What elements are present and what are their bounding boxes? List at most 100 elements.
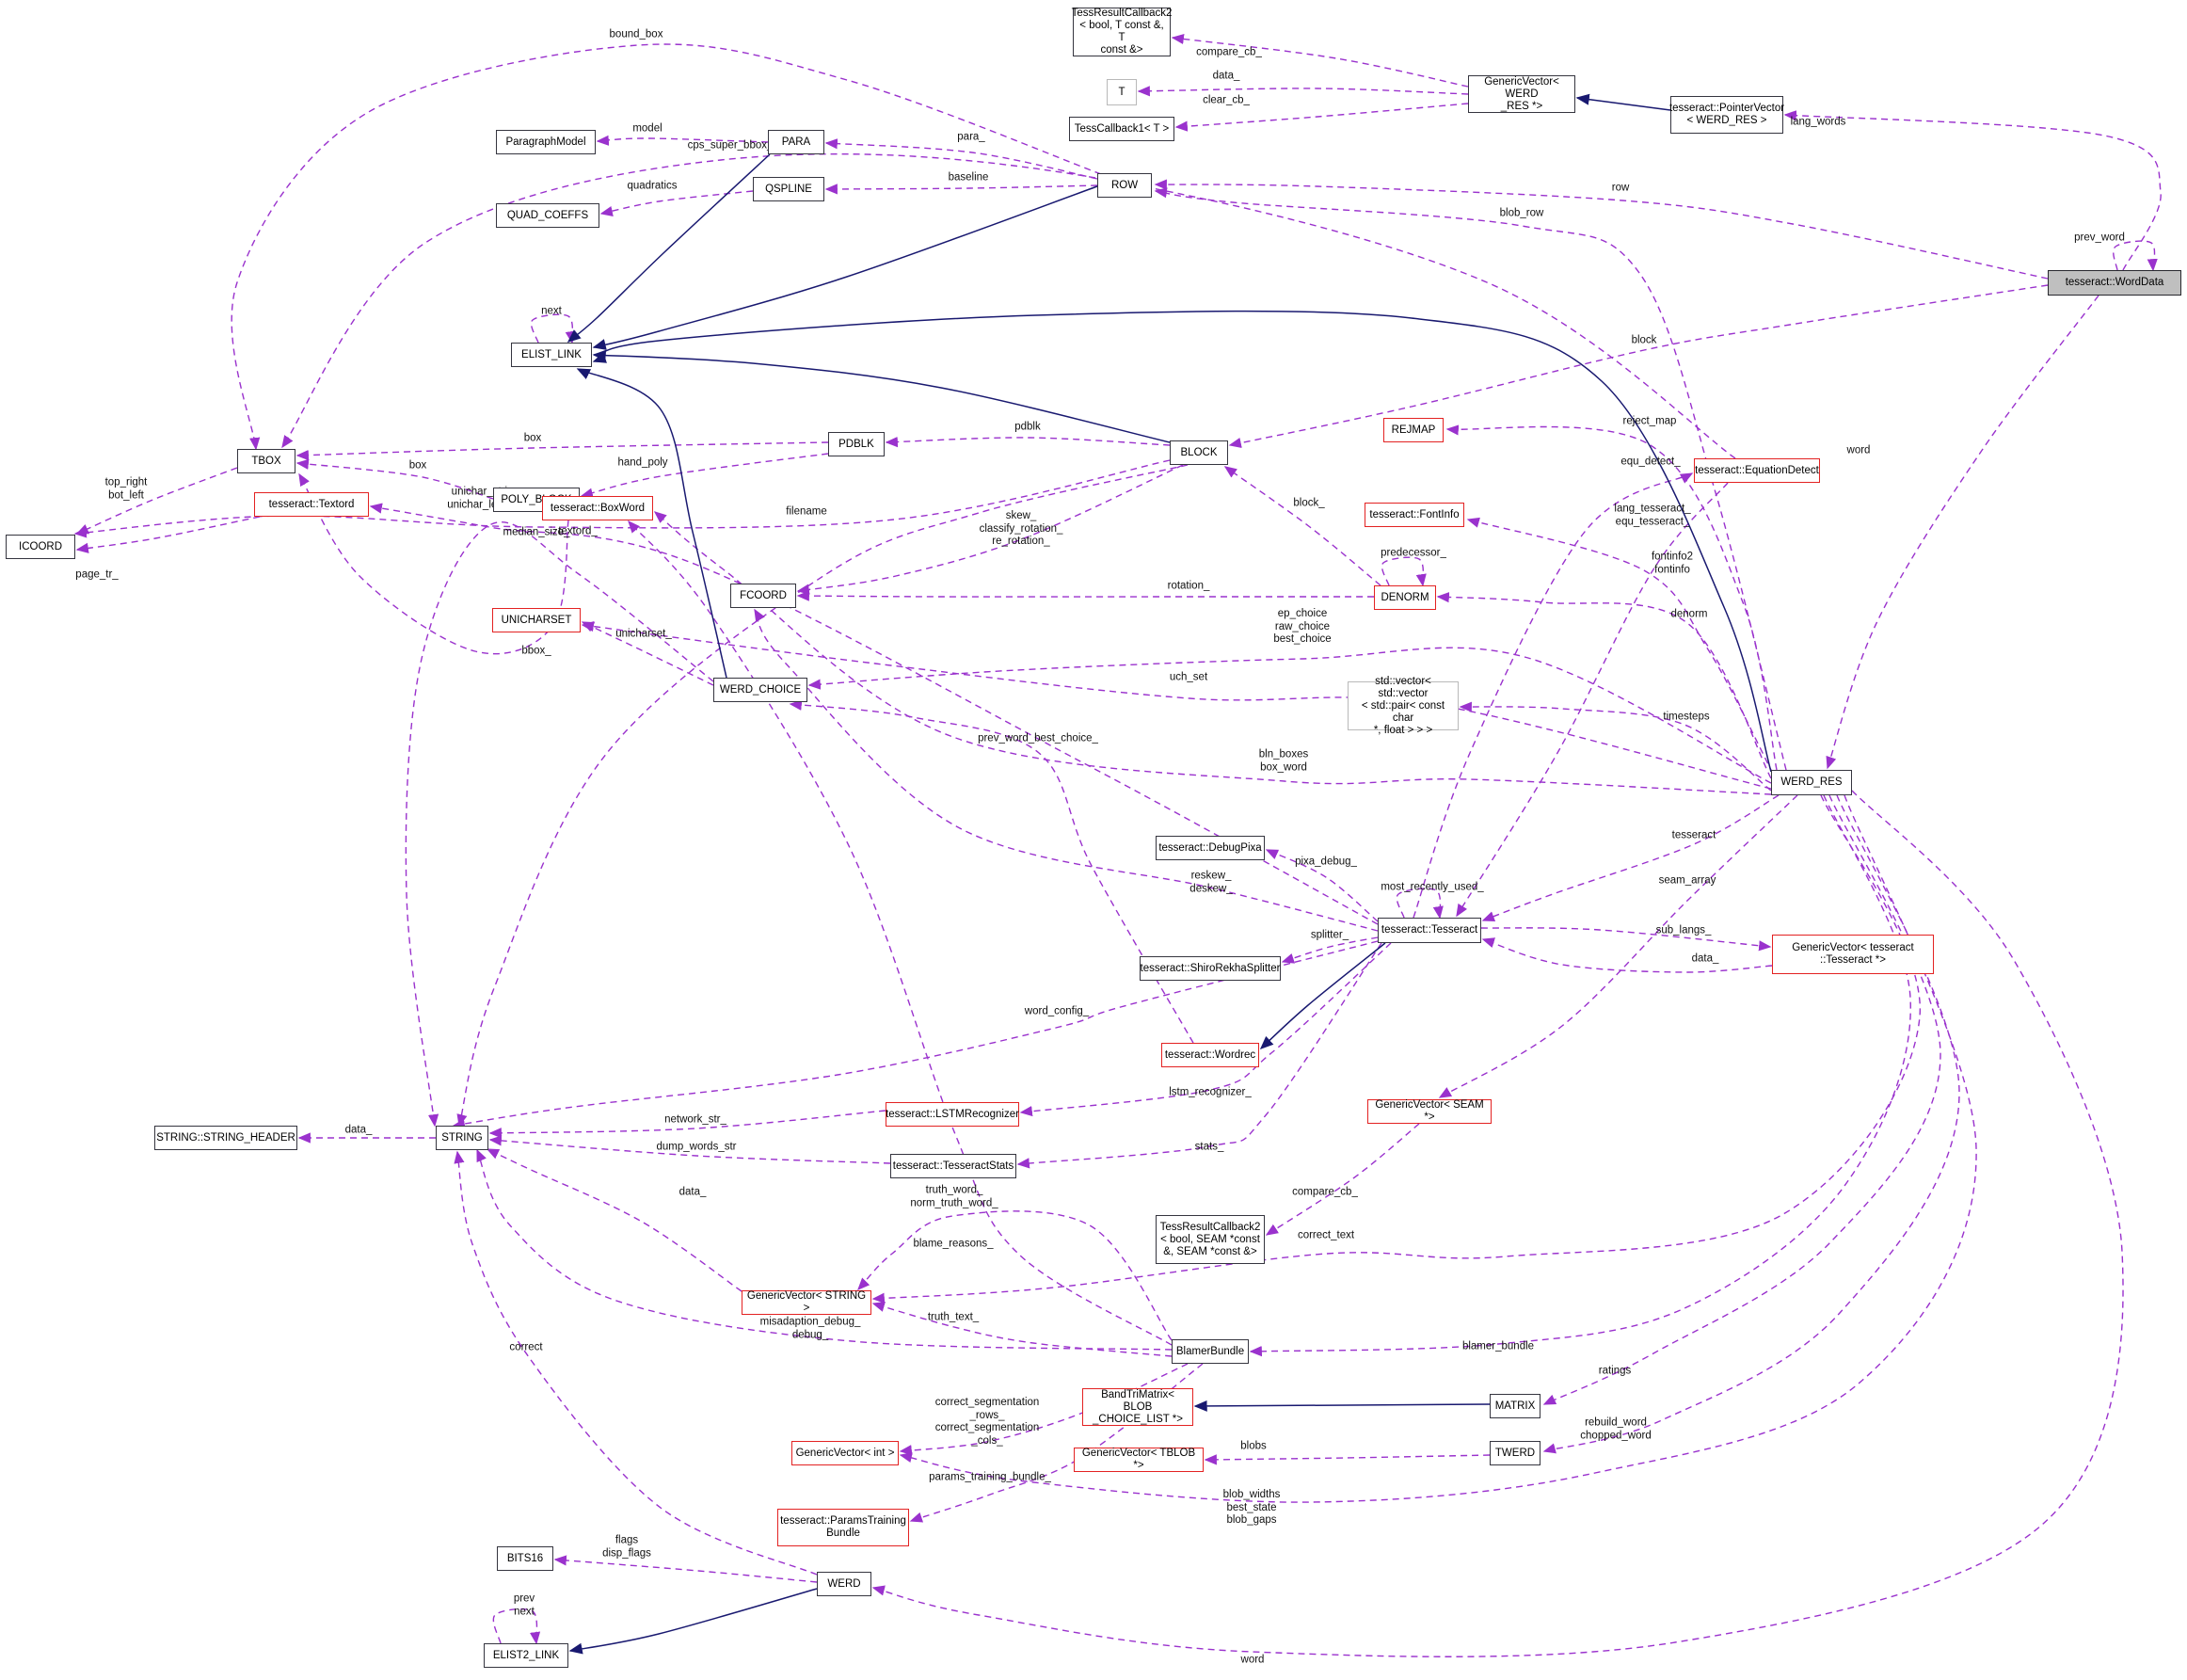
node-werd[interactable]: WERD — [817, 1572, 871, 1596]
edge-tesseract_cls-debugpixa — [1265, 849, 1379, 922]
node-gv_seam[interactable]: GenericVector< SEAM *> — [1367, 1099, 1492, 1124]
edge-label-line: most_recently_used_ — [1381, 881, 1484, 893]
node-label-line: QUAD_COEFFS — [506, 209, 589, 221]
node-matrix[interactable]: MATRIX — [1490, 1394, 1540, 1418]
node-tess_stats[interactable]: tesseract::TesseractStats — [890, 1154, 1016, 1178]
node-label-line: DENORM — [1381, 591, 1429, 603]
edge-label-line: bound_box — [609, 28, 663, 40]
node-fontinfo[interactable]: tesseract::FontInfo — [1365, 503, 1464, 527]
node-row[interactable]: ROW — [1097, 173, 1152, 198]
node-gv_werdres[interactable]: GenericVector< WERD_RES *> — [1468, 75, 1575, 113]
edge-pdblk-tbox — [295, 441, 829, 461]
edge-werd_res-werd_choice — [807, 647, 1772, 784]
edge-label-ratings: ratings — [1599, 1365, 1632, 1378]
node-tesseract_cls[interactable]: tesseract::Tesseract — [1378, 918, 1481, 943]
node-splitter[interactable]: tesseract::ShiroRekhaSplitter — [1140, 956, 1281, 981]
node-denorm[interactable]: DENORM — [1374, 585, 1436, 610]
node-twerd[interactable]: TWERD — [1490, 1441, 1540, 1465]
node-fcoord[interactable]: FCOORD — [730, 584, 796, 608]
edge-label-line: stats_ — [1194, 1141, 1224, 1153]
edge-pdblk-poly_block — [580, 453, 829, 499]
edge-elist2_link-elist2_link — [492, 1608, 541, 1645]
edge-label-timesteps: timesteps — [1663, 711, 1709, 724]
node-rejmap[interactable]: REJMAP — [1383, 418, 1444, 442]
edge-label-unicharset_: unicharset_ — [615, 628, 671, 641]
node-icoord[interactable]: ICOORD — [6, 535, 75, 559]
edge-label-line: block_ — [1293, 497, 1325, 509]
node-stdvector[interactable]: std::vector< std::vector< std::pair< con… — [1348, 676, 1459, 736]
node-gv_string[interactable]: GenericVector< STRING > — [742, 1290, 871, 1315]
node-string_header[interactable]: STRING::STRING_HEADER — [154, 1126, 297, 1150]
edge-label-line: deskew_ — [1189, 883, 1233, 894]
node-label-line: tesseract::BoxWord — [550, 502, 646, 514]
edge-werd_res-gv_string — [871, 794, 1921, 1304]
edge-wordrec-werd_choice — [789, 699, 1194, 1044]
node-boxword[interactable]: tesseract::BoxWord — [542, 496, 653, 520]
node-gv_tess[interactable]: GenericVector< tesseract::Tesseract *> — [1772, 935, 1934, 974]
edge-label-line: correct_text — [1297, 1229, 1355, 1241]
node-quad_coeffs[interactable]: QUAD_COEFFS — [496, 203, 599, 228]
node-label-line: BITS16 — [506, 1552, 544, 1564]
edge-label-pdblk: pdblk — [1014, 421, 1041, 434]
node-t[interactable]: T — [1107, 79, 1137, 105]
node-pdblk[interactable]: PDBLK — [828, 432, 885, 456]
node-gv_int[interactable]: GenericVector< int > — [791, 1441, 899, 1465]
node-lstm[interactable]: tesseract::LSTMRecognizer — [886, 1102, 1019, 1127]
edge-label-block_: block_ — [1293, 497, 1324, 510]
node-bits16[interactable]: BITS16 — [497, 1546, 553, 1571]
edge-label-line: splitter_ — [1310, 929, 1349, 941]
edge-blamer-gv_string — [871, 1301, 1173, 1357]
node-debugpixa[interactable]: tesseract::DebugPixa — [1156, 836, 1265, 860]
edge-label-line: tesseract — [1671, 829, 1716, 841]
edge-label-line: correct — [509, 1341, 543, 1353]
node-tbox[interactable]: TBOX — [237, 449, 295, 473]
node-block[interactable]: BLOCK — [1170, 440, 1228, 465]
node-cb1_t[interactable]: TessCallback1< T > — [1069, 117, 1174, 141]
node-gv_tblob[interactable]: GenericVector< TBLOB *> — [1074, 1448, 1204, 1472]
node-label-line: REJMAP — [1391, 424, 1436, 436]
edge-label-line: model — [632, 122, 662, 135]
node-bandtri[interactable]: BandTriMatrix< BLOB_CHOICE_LIST *> — [1082, 1388, 1193, 1426]
edge-werd_res-fontinfo — [1466, 517, 1774, 775]
edge-label-line: reskew_ — [1190, 870, 1232, 882]
node-label-line: tesseract::FontInfo — [1369, 508, 1460, 520]
node-worddata[interactable]: tesseract::WordData — [2048, 270, 2181, 296]
edge-label-line: blob_row — [1499, 207, 1544, 219]
edge-label-prev_word: prev_word — [2074, 232, 2125, 245]
node-eqdetect[interactable]: tesseract::EquationDetect — [1694, 458, 1820, 483]
node-label-line: ROW — [1110, 179, 1139, 191]
node-werd_res[interactable]: WERD_RES — [1771, 770, 1852, 795]
edge-label-line: blamer_bundle — [1461, 1340, 1535, 1352]
edge-eqdetect-tesseract_cls — [1456, 482, 1729, 918]
node-wordrec[interactable]: tesseract::Wordrec — [1161, 1043, 1259, 1067]
edge-label-line: median_size_ — [503, 526, 570, 538]
node-elist2_link[interactable]: ELIST2_LINK — [484, 1643, 568, 1668]
node-paragraphmodel[interactable]: ParagraphModel — [496, 130, 596, 154]
node-string[interactable]: STRING — [436, 1126, 488, 1150]
edge-label-lang_tesseract_: lang_tesseract_equ_tesseract_ — [1614, 504, 1690, 529]
node-qspline[interactable]: QSPLINE — [753, 177, 824, 201]
node-blamer[interactable]: BlamerBundle — [1172, 1339, 1249, 1364]
node-para[interactable]: PARA — [768, 130, 824, 154]
edge-label-line: equ_tesseract_ — [1615, 516, 1690, 527]
edge-label-data_: data_ — [1692, 952, 1719, 966]
node-label-line: MATRIX — [1494, 1400, 1536, 1412]
node-ptrvec[interactable]: tesseract::PointerVector< WERD_RES > — [1669, 96, 1784, 134]
edge-label-line: raw_choice — [1274, 620, 1331, 632]
node-elist_link[interactable]: ELIST_LINK — [511, 343, 592, 367]
node-cb2_seam[interactable]: TessResultCallback2< bool, SEAM *const&,… — [1156, 1215, 1265, 1264]
edge-werd_res-gv_seam — [1438, 794, 1798, 1098]
edge-werd_res-tesseract_cls — [1481, 794, 1780, 921]
node-textord[interactable]: tesseract::Textord — [254, 492, 369, 517]
node-unicharset[interactable]: UNICHARSET — [492, 608, 581, 632]
node-label-line: ::Tesseract *> — [1820, 954, 1886, 966]
edge-label-rotation_: rotation_ — [1168, 580, 1210, 593]
node-label-line: &, SEAM *const &> — [1163, 1245, 1257, 1257]
edge-label-line: correct_segmentation — [934, 1397, 1040, 1408]
edge-werd_res-row — [1154, 187, 1787, 771]
node-werd_choice[interactable]: WERD_CHOICE — [713, 678, 807, 702]
